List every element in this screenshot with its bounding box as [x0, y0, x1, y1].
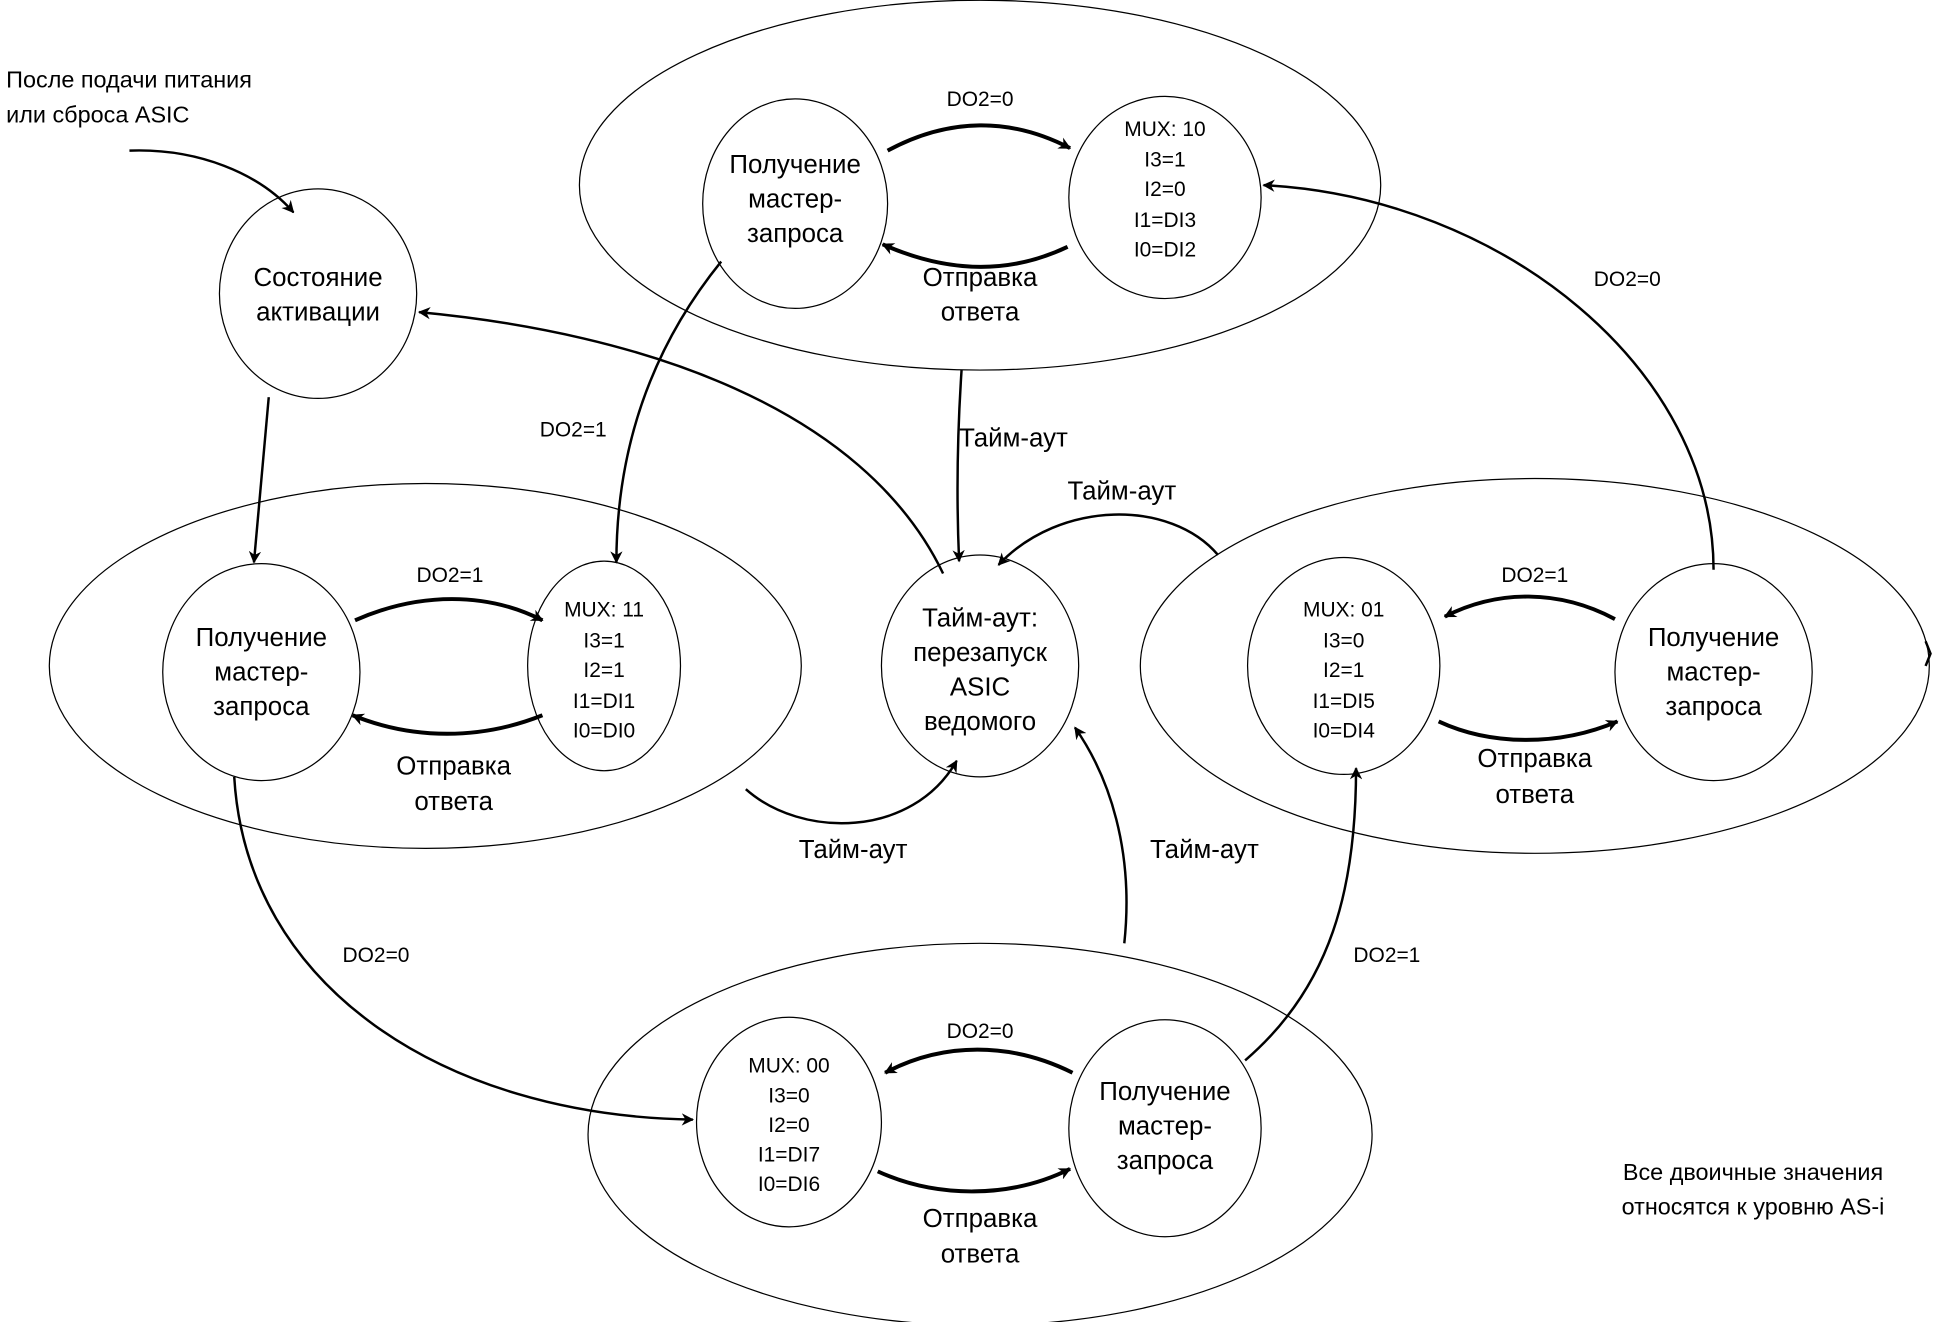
arrow-right-response — [1437, 719, 1619, 742]
label-do2-0-lower-left: DO2=0 — [343, 944, 410, 967]
start-note-line2: или сброса ASIC — [6, 101, 189, 127]
timeout-label-left: Тайм-аут — [799, 836, 908, 864]
label-do2-0-upper-right: DO2=0 — [1594, 268, 1661, 291]
mux00-line: MUX: 00 — [748, 1055, 829, 1078]
mux00-line: I1=DI7 — [758, 1144, 820, 1167]
receive-state-bottom — [1068, 1019, 1262, 1238]
receive-right-3: запроса — [1665, 693, 1762, 721]
mux10-line: I2=0 — [1144, 178, 1185, 201]
receive-right-2: мастер- — [1667, 659, 1761, 687]
receive-bottom-1: Получение — [1099, 1078, 1230, 1106]
group-mux01 — [1139, 477, 1930, 854]
arrow-bottom-response — [876, 1167, 1072, 1194]
receive-state-top — [702, 98, 889, 310]
activation-label-1: Состояние — [253, 264, 382, 292]
footnote-line1: Все двоичные значения — [1623, 1159, 1883, 1185]
label-do2-1-lower-right: DO2=1 — [1353, 944, 1420, 967]
start-note-line1: После подачи питания — [6, 67, 252, 93]
label-do2-0-bottom: DO2=0 — [947, 1020, 1014, 1043]
timeout-label-right: Тайм-аут — [1067, 478, 1176, 506]
activation-state — [218, 188, 418, 400]
receive-top-2: мастер- — [748, 185, 842, 213]
mux11-line: I2=1 — [583, 659, 624, 682]
footnote-line2: относятся к уровню AS-i — [1622, 1194, 1885, 1220]
mux00-line: I3=0 — [768, 1084, 809, 1107]
label-do2-1-right: DO2=1 — [1501, 564, 1568, 587]
receive-bottom-2: мастер- — [1118, 1112, 1212, 1140]
arrow-bottom-to-mux01 — [1244, 767, 1363, 1062]
arrow-right-request — [1443, 594, 1616, 621]
timeout-state — [880, 554, 1080, 778]
timeout-state-1: Тайм-аут: — [922, 604, 1038, 632]
group-mux00 — [587, 942, 1373, 1322]
mux01-line: I3=0 — [1323, 629, 1364, 652]
arrow-right-timeout — [997, 513, 1219, 566]
mux10-line: I1=DI3 — [1134, 209, 1196, 232]
receive-top-1: Получение — [729, 151, 860, 179]
mux01-line: MUX: 01 — [1303, 599, 1384, 622]
mux11-line: I3=1 — [583, 629, 624, 652]
mux10-line: MUX: 10 — [1124, 118, 1205, 141]
send-top-1: Отправка — [923, 264, 1038, 292]
mux00-line: I0=DI6 — [758, 1173, 820, 1196]
group-mux10 — [578, 0, 1382, 371]
arrow-bottom-request — [884, 1047, 1074, 1075]
label-do2-0-top: DO2=0 — [947, 88, 1014, 111]
receive-top-3: запроса — [747, 220, 844, 248]
receive-left-3: запроса — [213, 693, 310, 721]
group-mux11 — [48, 482, 802, 849]
mux10-state — [1068, 95, 1262, 300]
mux01-state — [1246, 556, 1441, 776]
activation-label-2: активации — [256, 299, 380, 327]
receive-state-left — [162, 562, 361, 782]
edge-arrow-fragment — [1924, 640, 1932, 667]
send-top-2: ответа — [941, 299, 1020, 327]
receive-right-1: Получение — [1648, 624, 1779, 652]
mux11-line: I0=DI0 — [573, 719, 635, 742]
arrow-timeout-to-activation — [417, 307, 945, 575]
mux10-line: I3=1 — [1144, 149, 1185, 172]
arrow-right-to-mux10 — [1262, 179, 1715, 570]
arrow-left-response — [351, 713, 544, 736]
arrow-bottom-timeout — [1073, 726, 1128, 944]
timeout-label-top: Тайм-аут — [959, 424, 1068, 452]
timeout-state-3: ASIC — [950, 674, 1010, 702]
mux01-line: I2=1 — [1323, 659, 1364, 682]
arrow-left-to-mux00 — [232, 776, 695, 1126]
send-bottom-1: Отправка — [923, 1205, 1038, 1233]
arrow-left-timeout — [745, 759, 958, 825]
start-arrow — [129, 149, 295, 214]
arrow-top-to-mux11 — [610, 260, 723, 564]
send-bottom-2: ответа — [941, 1241, 1020, 1269]
arrow-top-request — [886, 123, 1072, 153]
receive-left-1: Получение — [196, 624, 327, 652]
timeout-label-bottom: Тайм-аут — [1150, 836, 1259, 864]
arrow-top-response — [881, 242, 1069, 269]
mux11-state — [527, 560, 682, 772]
mux11-line: MUX: 11 — [564, 599, 644, 622]
label-do2-1-left: DO2=1 — [416, 564, 483, 587]
label-do2-1-top-left: DO2=1 — [540, 419, 607, 442]
receive-left-2: мастер- — [214, 659, 308, 687]
mux00-state — [695, 1016, 883, 1228]
arrow-top-timeout — [952, 369, 965, 563]
send-right-1: Отправка — [1477, 745, 1592, 773]
timeout-state-4: ведомого — [924, 708, 1036, 736]
mux01-line: I1=DI5 — [1313, 690, 1375, 713]
send-right-2: ответа — [1495, 781, 1574, 809]
mux11-line: I1=DI1 — [573, 690, 635, 713]
arrow-left-request — [354, 597, 544, 623]
mux10-line: I0=DI2 — [1134, 239, 1196, 262]
mux01-line: I0=DI4 — [1313, 719, 1376, 742]
send-left-2: ответа — [414, 788, 493, 816]
timeout-state-2: перезапуск — [913, 639, 1047, 667]
receive-bottom-3: запроса — [1117, 1147, 1214, 1175]
mux00-line: I2=0 — [768, 1114, 809, 1137]
send-left-1: Отправка — [396, 752, 511, 780]
arrow-activation-to-receive — [248, 397, 270, 564]
